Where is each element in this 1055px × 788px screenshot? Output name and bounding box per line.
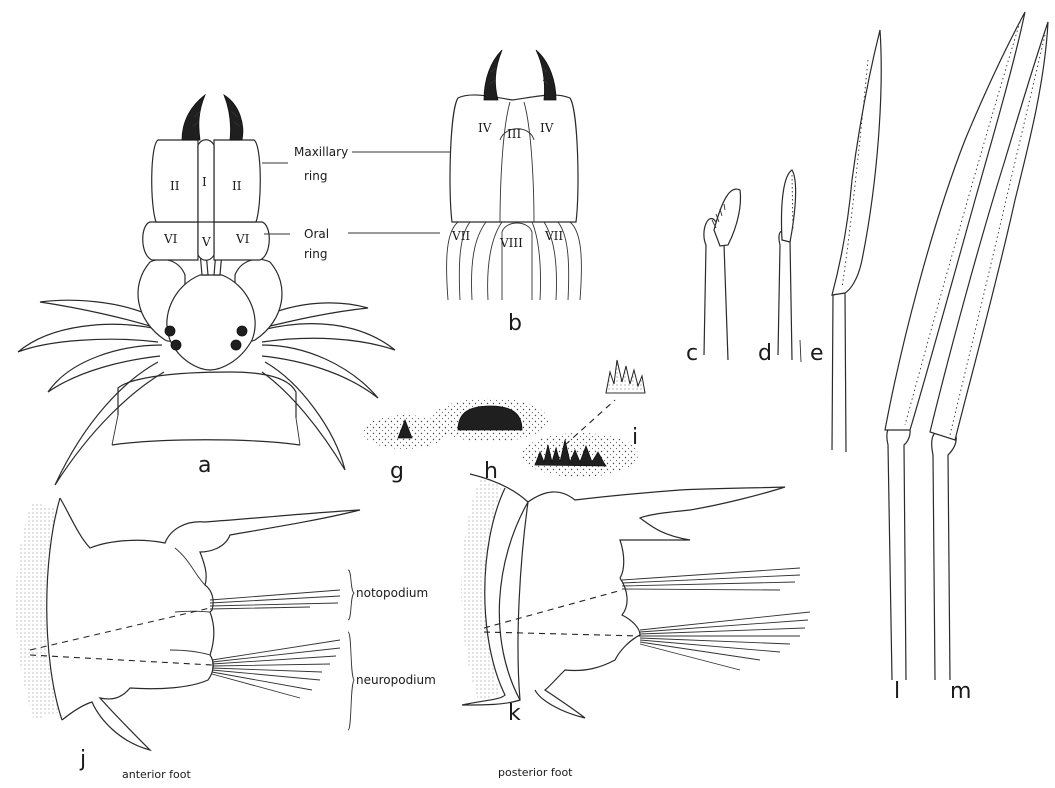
roman-iv-right-b: IV: [540, 121, 554, 135]
panel-letter-a: a: [198, 453, 211, 478]
anterior-foot-caption: anterior foot: [122, 768, 191, 781]
notopodium-label: notopodium: [356, 586, 428, 600]
neuropodium-label: neuropodium: [356, 673, 436, 687]
maxillary-ring-label-line2: ring: [304, 169, 328, 183]
roman-v-a: V: [201, 235, 211, 249]
panel-letter-b: b: [508, 311, 522, 336]
ring-labels: Maxillary ring Oral ring: [262, 145, 455, 261]
panel-letter-i: i: [632, 425, 638, 450]
figure-b-head-ventral: IV III IV VII VIII VII b: [447, 50, 582, 336]
roman-vi-right-a: VI: [235, 232, 250, 246]
panel-letter-g: g: [390, 459, 404, 484]
posterior-foot-caption: posterior foot: [498, 766, 573, 779]
roman-ii-left-a: II: [170, 179, 180, 193]
panel-letter-e: e: [810, 341, 824, 366]
roman-i-a: I: [202, 175, 207, 189]
roman-iii-b: III: [507, 127, 521, 141]
figure-c-seta: c: [686, 189, 741, 366]
figure-k-posterior-foot: k posterior foot: [461, 474, 810, 779]
figure-e-seta: e: [810, 30, 881, 452]
maxillary-ring-label-line1: Maxillary: [294, 145, 348, 159]
figure-j-anterior-foot: notopodium neuropodium j anterior foot: [16, 498, 436, 781]
figure-d-seta: d: [758, 170, 801, 366]
roman-vii-right-b: VII: [544, 229, 563, 243]
panel-letter-m: m: [950, 679, 971, 704]
panel-letter-j: j: [79, 747, 86, 772]
roman-viii-b: VIII: [499, 236, 523, 250]
roman-vii-left-b: VII: [451, 229, 470, 243]
panel-letter-k: k: [508, 701, 521, 726]
oral-ring-label-line2: ring: [304, 247, 328, 261]
roman-ii-right-a: II: [232, 179, 242, 193]
panel-letter-d: d: [758, 341, 772, 366]
oral-ring-label-line1: Oral: [304, 227, 329, 241]
figure-h-paragnath: h: [432, 398, 548, 484]
roman-vi-left-a: VI: [163, 232, 178, 246]
roman-iv-left-b: IV: [478, 121, 492, 135]
panel-letter-c: c: [686, 341, 698, 366]
panel-letter-l: l: [894, 679, 900, 704]
